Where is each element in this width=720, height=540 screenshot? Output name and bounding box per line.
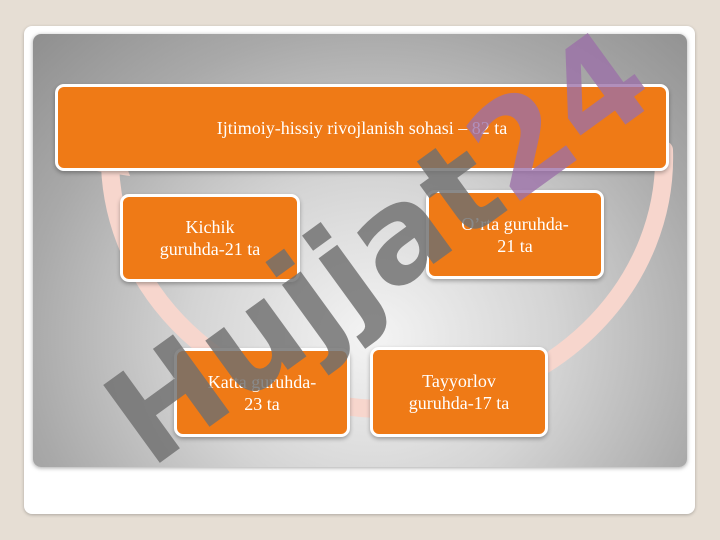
title-node-label: Ijtimoiy-hissiy rivojlanish sohasi – 82 … [216, 117, 508, 138]
node-katta-guruh: Katta guruhda- 23 ta [174, 348, 350, 437]
node-label: Tayyorlov guruhda-17 ta [408, 371, 510, 413]
node-label: O’rta guruhda- 21 ta [461, 214, 569, 256]
title-node: Ijtimoiy-hissiy rivojlanish sohasi – 82 … [55, 84, 669, 171]
node-label: Kichik guruhda-21 ta [159, 217, 261, 259]
node-label: Katta guruhda- 23 ta [207, 371, 317, 414]
node-tayyorlov-guruh: Tayyorlov guruhda-17 ta [370, 347, 548, 437]
node-kichik-guruh: Kichik guruhda-21 ta [120, 194, 300, 282]
node-orta-guruh: O’rta guruhda- 21 ta [426, 190, 604, 279]
